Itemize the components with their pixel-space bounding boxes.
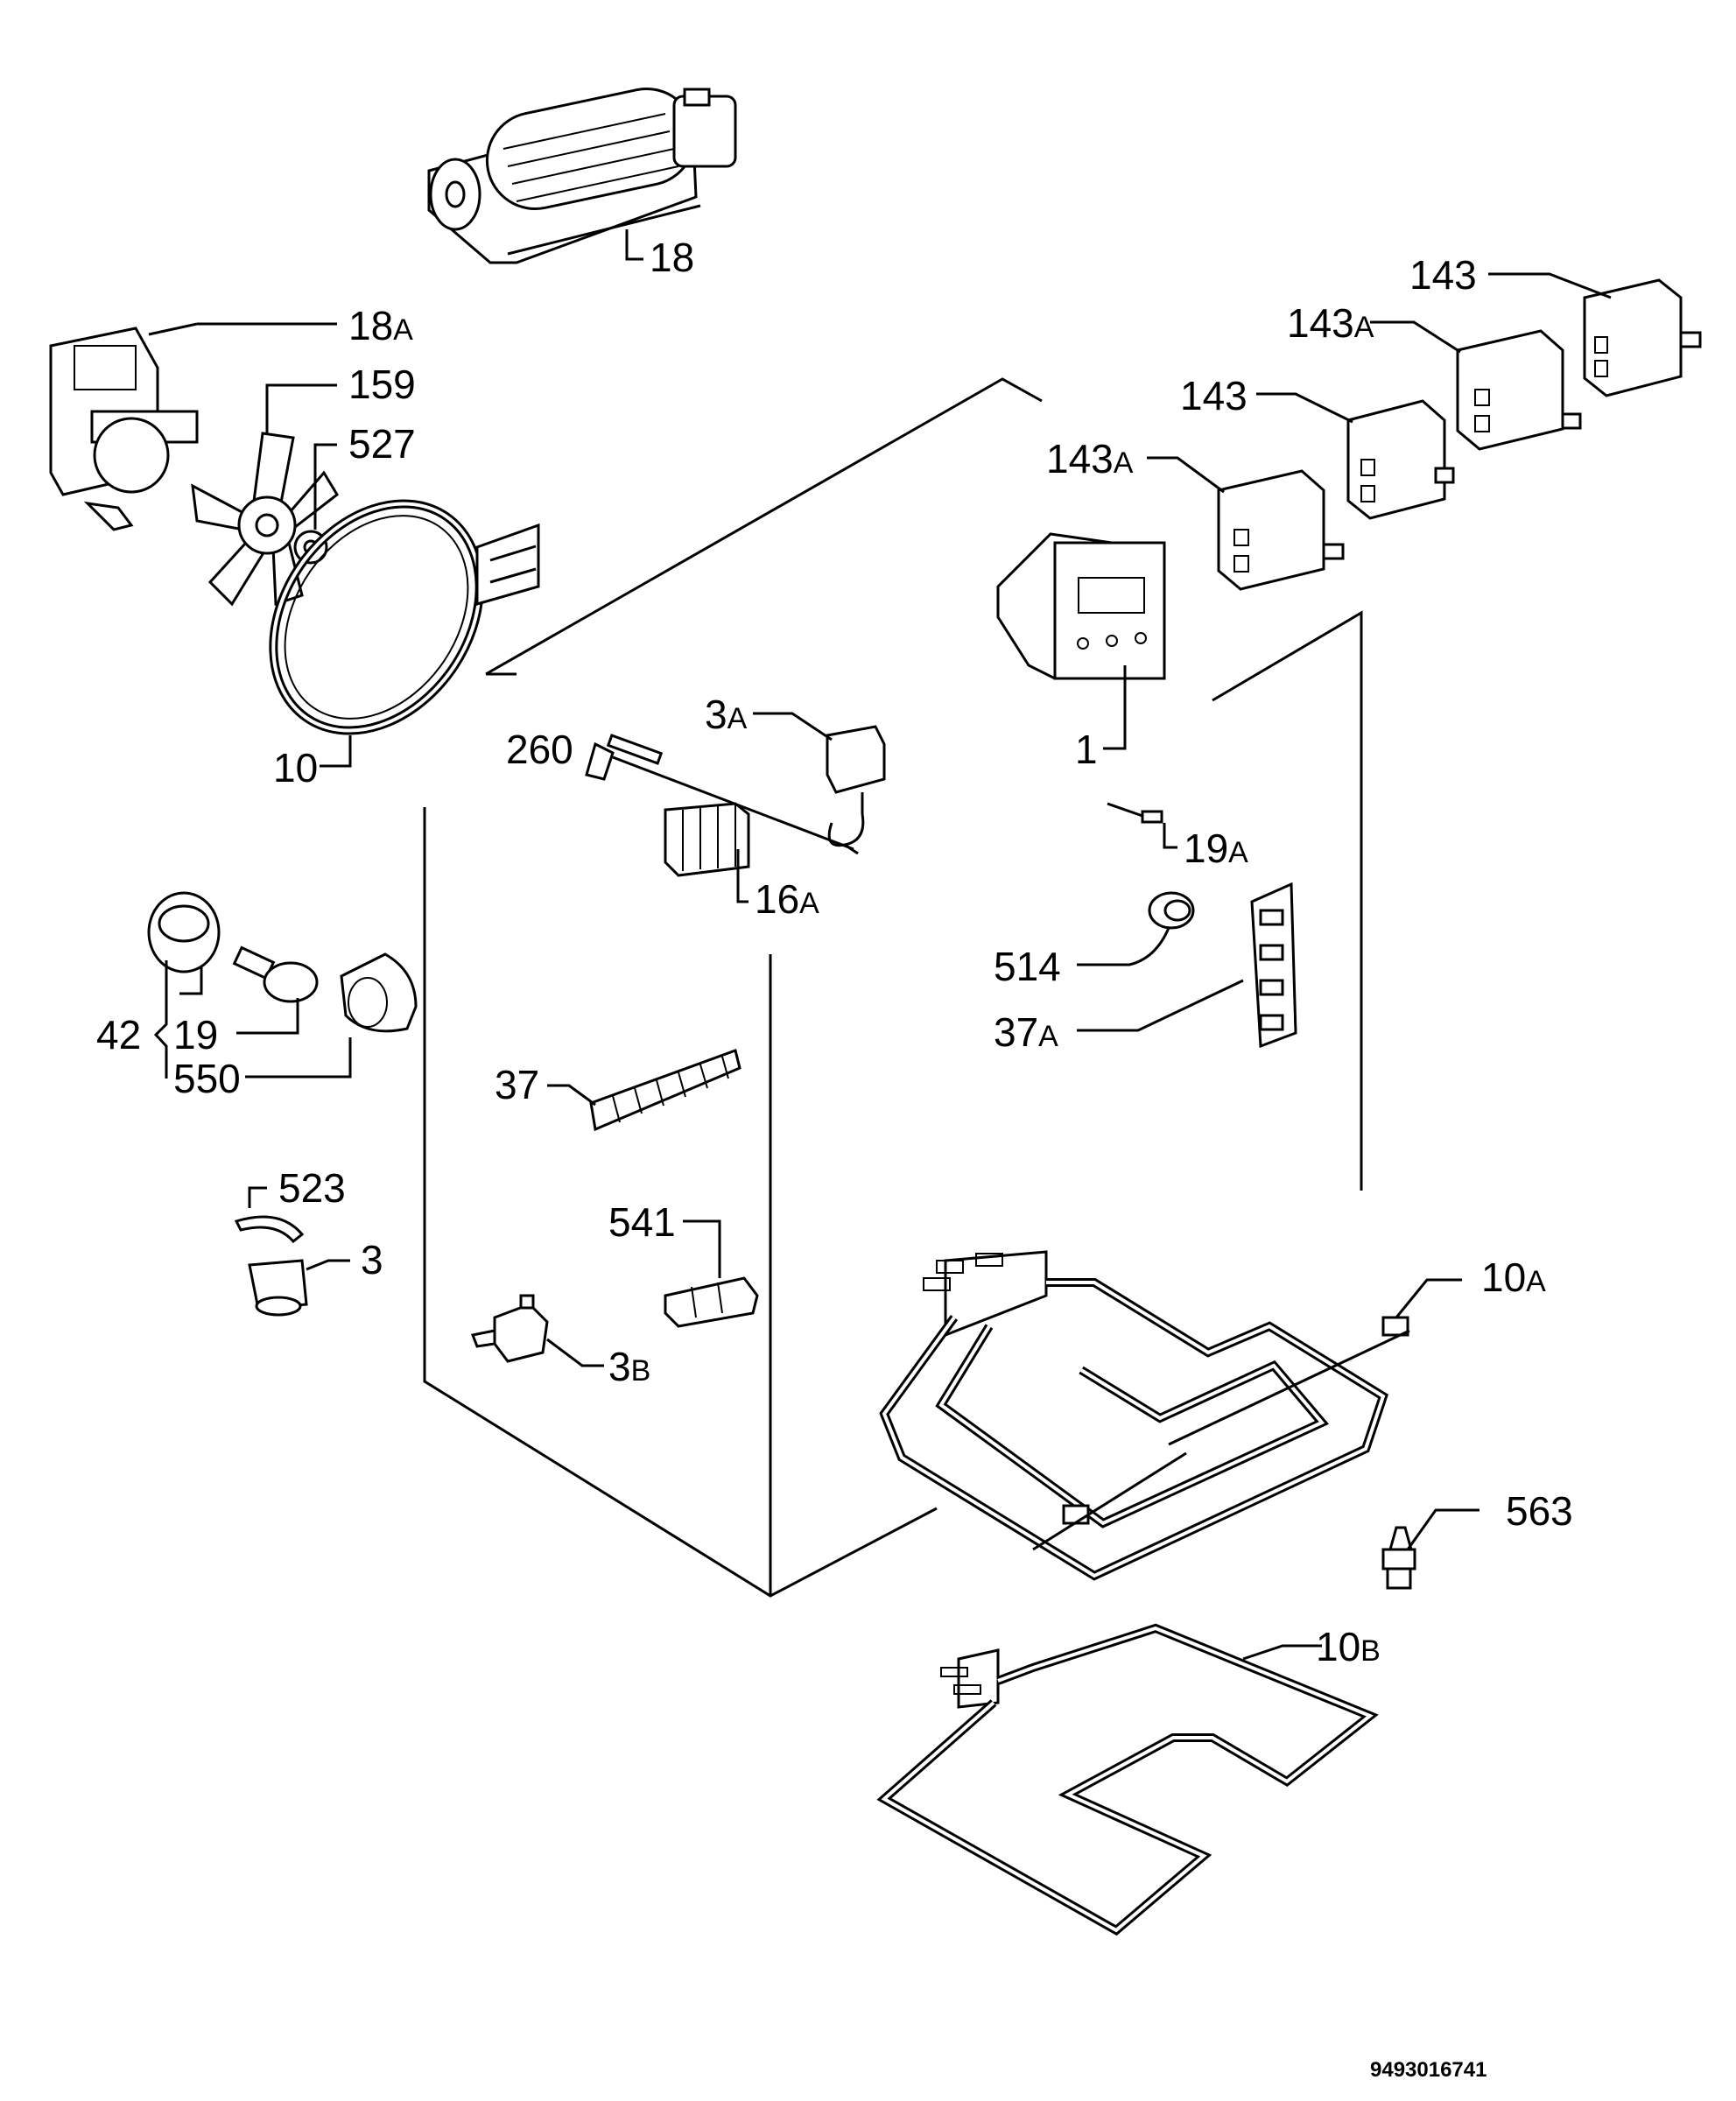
part-159-fan-blade	[191, 383, 339, 607]
label-18a: 18A	[348, 303, 413, 348]
part-18-tangential-fan	[427, 87, 737, 264]
label-563: 563	[1506, 1488, 1573, 1534]
label-10a: 10A	[1481, 1254, 1546, 1300]
label-37: 37	[495, 1062, 539, 1107]
label-42: 42	[96, 1012, 141, 1058]
part-labels: 18 18A 159 527 10 143 143A 143 143A 3A 2…	[96, 235, 1573, 2082]
part-541-terminal	[664, 1219, 759, 1328]
part-550-lamp-glass	[245, 952, 418, 1079]
label-523: 523	[278, 1165, 346, 1211]
label-143-top: 143	[1409, 252, 1477, 298]
document-number: 9493016741	[1370, 2058, 1486, 2082]
label-10: 10	[273, 745, 318, 791]
label-10b: 10B	[1316, 1624, 1381, 1669]
label-19: 19	[173, 1012, 218, 1058]
part-143-switch-mid	[1256, 392, 1455, 520]
part-523-clip	[234, 1186, 305, 1244]
label-143a-lower: 143A	[1046, 436, 1134, 481]
label-3b: 3B	[608, 1344, 650, 1389]
part-37a-terminal-block	[1077, 882, 1297, 1049]
part-3-safety-thermostat	[248, 1259, 350, 1317]
part-19-lamp-bulb	[232, 945, 319, 1035]
label-18: 18	[650, 235, 694, 280]
part-16a-terminal-block	[664, 802, 750, 903]
part-514-grommet	[1077, 891, 1195, 966]
label-514: 514	[994, 944, 1061, 989]
label-3: 3	[361, 1237, 383, 1282]
part-18a-fan-motor	[49, 322, 337, 531]
part-10b-bottom-element	[876, 1623, 1379, 1936]
part-260-probe	[585, 734, 664, 781]
label-541: 541	[608, 1199, 676, 1245]
label-16a: 16A	[755, 876, 819, 922]
part-1-electronic-timer	[996, 532, 1166, 750]
label-37a: 37A	[994, 1009, 1058, 1055]
label-1: 1	[1075, 727, 1098, 772]
part-143a-switch-lower	[1147, 456, 1345, 591]
part-10-circular-element	[269, 499, 540, 768]
part-42-lamp-holder	[147, 891, 221, 995]
label-143-mid: 143	[1180, 373, 1248, 418]
bracket-42	[153, 960, 168, 1079]
label-527: 527	[348, 421, 416, 467]
part-19a-indicator-wire	[1107, 802, 1177, 849]
part-3b-thermostat	[470, 1294, 604, 1367]
label-143a-upper: 143A	[1287, 300, 1374, 346]
label-159: 159	[348, 362, 416, 407]
label-3a: 3A	[705, 692, 748, 737]
label-19a: 19A	[1184, 826, 1248, 871]
label-260: 260	[506, 727, 573, 772]
part-37-terminal-strip	[547, 1049, 741, 1132]
part-563-adjustable-foot	[1381, 1508, 1479, 1590]
oven-cavity-outline	[423, 377, 1363, 1598]
label-550: 550	[173, 1056, 241, 1101]
part-143-switch-top	[1488, 272, 1702, 397]
part-143a-switch-upper	[1370, 320, 1582, 451]
part-10a-top-element	[879, 1250, 1462, 1581]
